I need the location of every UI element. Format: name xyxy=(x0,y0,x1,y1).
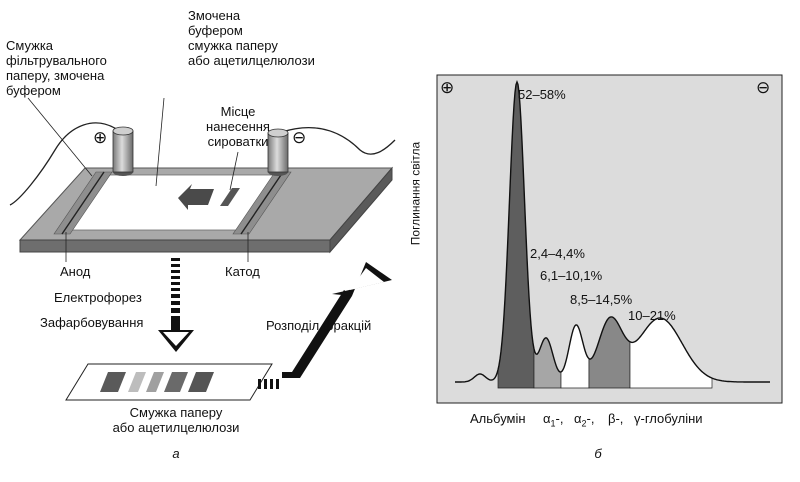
leader-sample-site xyxy=(229,151,239,191)
sample-spot xyxy=(220,188,240,206)
annotation-alpha2: 6,1–10,1% xyxy=(540,268,603,283)
label-cathode: Катод xyxy=(225,264,260,279)
leader-filter-strip xyxy=(27,97,93,177)
annotation-gamma: 10–21% xyxy=(628,308,676,323)
panel-letter-b: б xyxy=(594,446,602,461)
anode-wire xyxy=(9,122,119,206)
anode-plus-sign: ⊕ xyxy=(93,128,108,147)
chart-plus-sign: ⊕ xyxy=(440,78,455,97)
annotation-albumin: 52–58% xyxy=(518,87,566,102)
label-staining: Зафарбовування xyxy=(40,315,144,330)
migration-arrow xyxy=(178,184,214,210)
anode-terminal xyxy=(112,126,134,176)
support-plate-side xyxy=(329,166,393,254)
annotation-alpha1: 2,4–4,4% xyxy=(530,246,585,261)
panel-letter-a: а xyxy=(172,446,180,461)
absorbance-curve xyxy=(455,80,770,383)
label-sample-site: Місце нанесення сироватки xyxy=(206,104,270,149)
label-anode: Анод xyxy=(60,264,91,279)
result-strip xyxy=(65,363,273,401)
process-right-arrow xyxy=(258,262,392,389)
densitogram-chart xyxy=(436,74,783,404)
label-filter-strip: Смужка фільтрувального паперу, змочена б… xyxy=(6,38,107,98)
anode-electrode-line xyxy=(61,171,105,235)
electrophoresis-apparatus xyxy=(9,97,396,262)
label-electrophoresis: Електрофорез xyxy=(54,290,142,305)
chart-minus-sign: ⊖ xyxy=(756,78,771,97)
label-buffer-strip: Змочена буфером смужка паперу або ацетил… xyxy=(188,8,315,68)
label-separation: Розподіл фракцій xyxy=(266,318,372,333)
chart-ylabel: Поглинання світла xyxy=(408,141,423,246)
xcat-albumin: Альбумін xyxy=(470,411,526,426)
cathode-wire xyxy=(281,127,396,155)
xcat-alpha1: α1-, xyxy=(543,411,564,429)
xcat-gamma: γ-глобуліни xyxy=(634,411,703,426)
process-down-arrow xyxy=(158,258,194,352)
annotation-beta: 8,5–14,5% xyxy=(570,292,633,307)
label-result-strip: Смужка паперу або ацетилцелюлози xyxy=(112,405,240,435)
xcat-beta: β-, xyxy=(608,411,624,426)
cathode-electrode-line xyxy=(240,171,284,235)
xcat-alpha2: α2-, xyxy=(574,411,595,429)
support-plate-edge xyxy=(19,239,331,253)
cathode-terminal xyxy=(267,128,289,176)
cathode-minus-sign: ⊖ xyxy=(292,128,307,147)
leader-buffer-strip xyxy=(155,97,165,187)
